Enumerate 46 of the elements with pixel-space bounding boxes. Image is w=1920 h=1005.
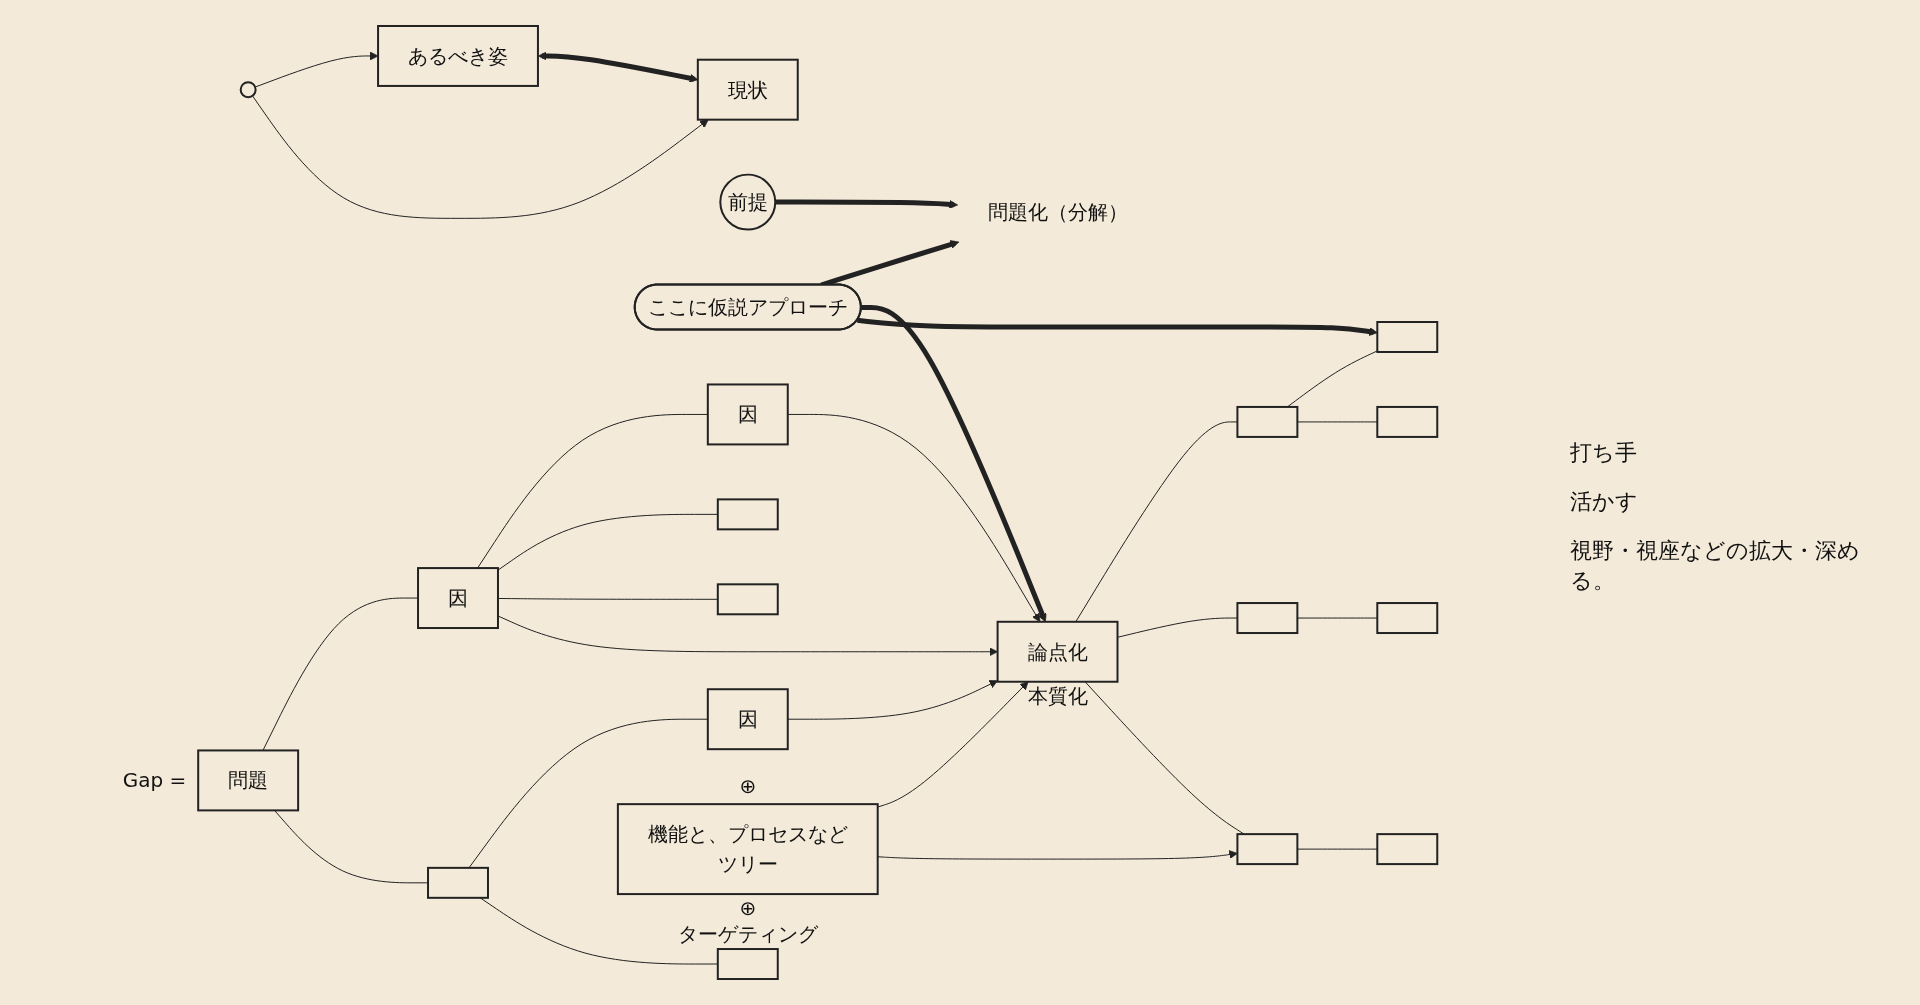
plus-sign: ⊕ [739, 774, 757, 799]
node-box [1236, 602, 1299, 635]
note-text: 本質化 [1027, 683, 1088, 708]
node-box [1236, 405, 1299, 438]
node-circle: 前提 [719, 173, 777, 231]
node-box [716, 583, 779, 616]
node-text: 問題化（分解） [987, 200, 1128, 225]
plus-sign: ⊕ [739, 896, 757, 921]
note-text: ターゲティング [677, 922, 818, 947]
arrow [877, 850, 1238, 860]
node-box [1376, 602, 1439, 635]
arrow [861, 304, 1047, 623]
node-box [1376, 833, 1439, 866]
arrow [857, 317, 1378, 336]
node-box [1376, 405, 1439, 438]
arrow [877, 681, 1029, 808]
node-box [427, 866, 489, 899]
note-text: 活かす [1570, 487, 1639, 516]
note-text: 視野・視座などの拡大・深める。 [1570, 536, 1861, 596]
connector [274, 809, 429, 884]
arrow [787, 413, 1041, 623]
node-box: 因 [706, 383, 789, 446]
node-box: 因 [706, 688, 789, 751]
connector [1117, 617, 1238, 638]
arrow [254, 51, 379, 88]
arrow [775, 199, 958, 209]
node-box [1236, 833, 1299, 866]
arrow [251, 95, 709, 219]
arrow [787, 680, 998, 720]
node-box: 因 [417, 567, 499, 630]
node-box: あるべき姿 [377, 25, 539, 87]
connector [262, 597, 419, 751]
node-box [716, 498, 779, 531]
node-box: 現状 [696, 58, 799, 121]
node-box: 論点化 [996, 620, 1119, 683]
arrow [497, 615, 998, 657]
note-text: Gap = [122, 768, 187, 793]
connector [1084, 681, 1245, 835]
connector [1075, 421, 1238, 623]
connector [1286, 350, 1378, 408]
node-circle [239, 81, 257, 99]
node-box [1376, 321, 1439, 353]
node-box: 機能と、プロセスなどツリー [616, 803, 879, 896]
node-box [716, 948, 779, 980]
note-text: 打ち手 [1570, 438, 1638, 467]
node-box: 問題 [197, 749, 300, 812]
